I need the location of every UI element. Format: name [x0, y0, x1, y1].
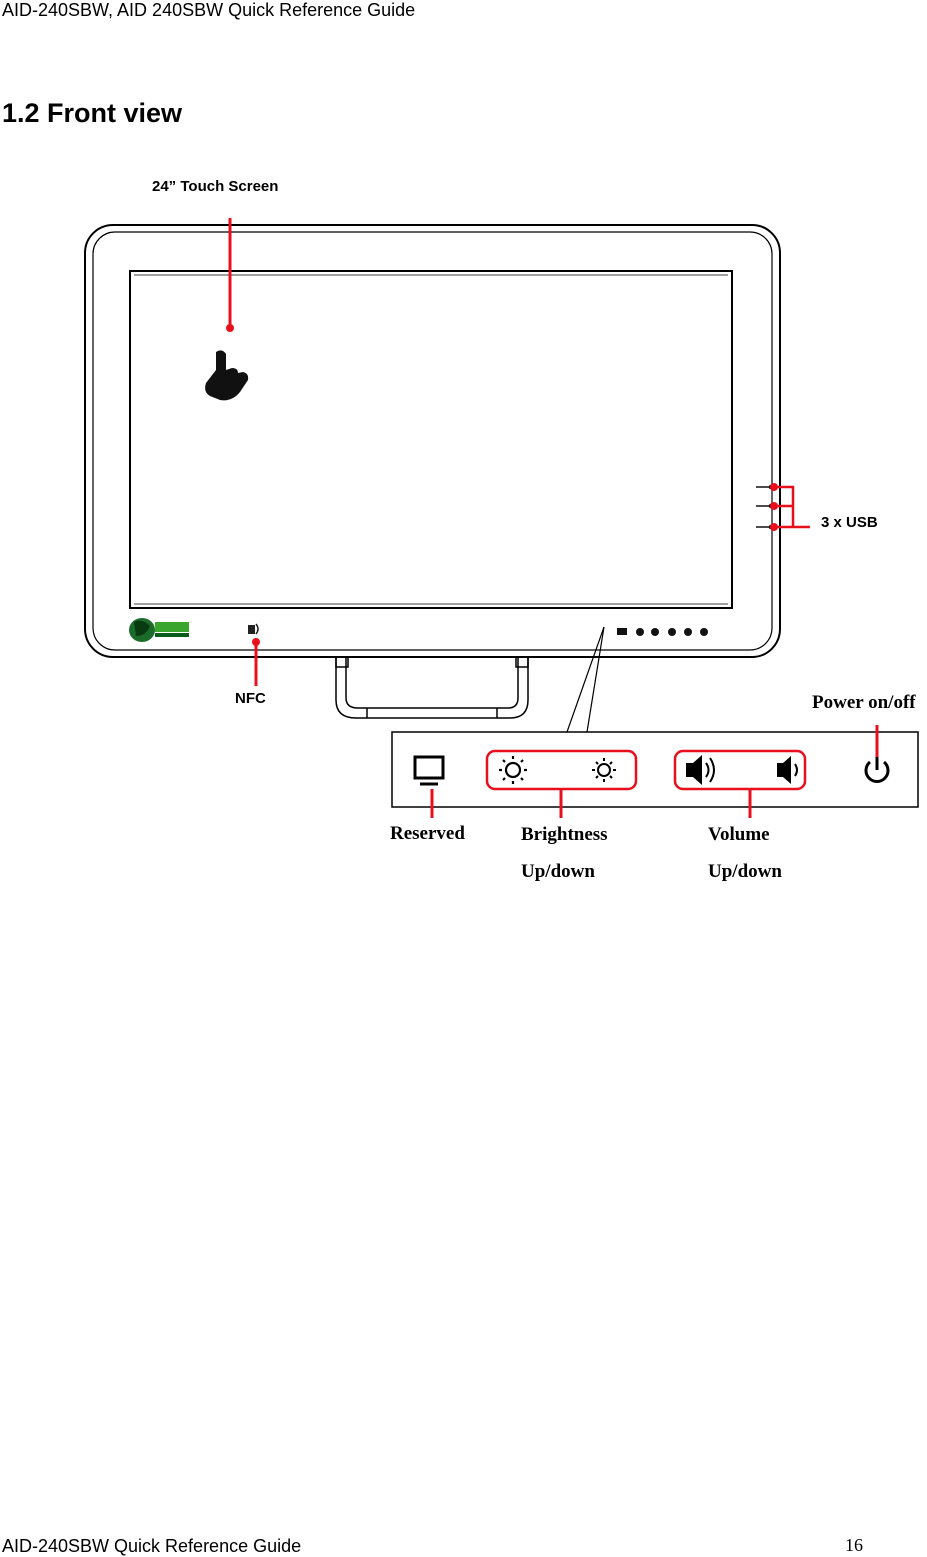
page-footer: AID-240SBW Quick Reference Guide: [2, 1536, 302, 1556]
pointing-hand-icon: [205, 350, 249, 401]
brightness-label: Brightness: [521, 824, 608, 845]
reserved-label: Reserved: [390, 823, 465, 844]
usb-label: 3 x USB: [821, 514, 878, 531]
button-panel: [391, 731, 919, 808]
monitor-stand: [335, 656, 529, 719]
volume-down-icon: [777, 756, 798, 784]
volume-sublabel: Up/down: [708, 861, 782, 882]
power-label: Power on/off: [812, 692, 916, 713]
brightness-sublabel: Up/down: [521, 861, 595, 882]
volume-label: Volume: [708, 824, 770, 845]
page-header: AID-240SBW, AID 240SBW Quick Reference G…: [2, 0, 416, 20]
front-view-diagram: [84, 218, 919, 818]
nfc-label: NFC: [235, 690, 266, 707]
brightness-up-icon: [499, 756, 527, 784]
bezel-buttons: [617, 628, 708, 636]
section-title: 1.2 Front view: [2, 98, 183, 128]
callout-lines: [226, 218, 879, 818]
monitor-icon: [413, 755, 445, 786]
brand-logo: [129, 618, 189, 642]
touch-screen-area: [129, 270, 733, 609]
page-number: 16: [845, 1535, 863, 1555]
nfc-icon: [248, 623, 259, 635]
brightness-down-icon: [592, 758, 616, 782]
power-icon: [864, 755, 890, 783]
volume-up-icon: [686, 755, 715, 785]
touch-screen-label: 24” Touch Screen: [152, 178, 279, 195]
